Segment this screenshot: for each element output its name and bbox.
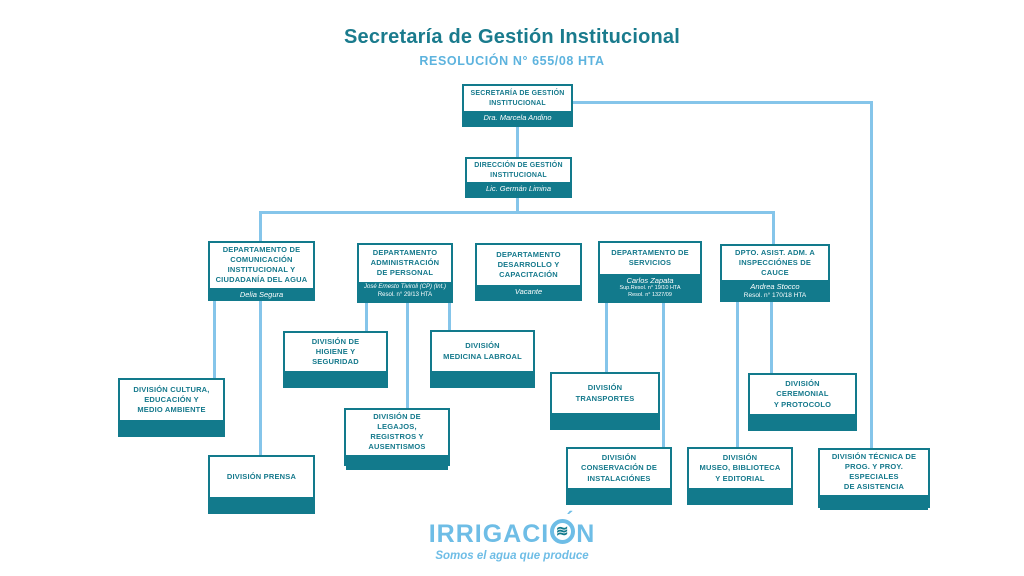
connector-line: [605, 301, 608, 373]
connector-line: [259, 299, 262, 456]
org-node-direccion: DIRECCIÓN DE GESTIÓN INSTITUCIONAL Lic. …: [465, 157, 572, 198]
org-node-title: DIVISIÓN TÉCNICA DE PROG. Y PROY. ESPECI…: [831, 452, 917, 492]
org-node-div-ceremonial: DIVISIÓN CEREMONIAL Y PROTOCOLO: [748, 373, 857, 431]
logo-o-waves-icon: ´≋: [550, 510, 576, 544]
connector-line: [259, 211, 775, 214]
org-node-title: DIRECCIÓN DE GESTIÓN INSTITUCIONAL: [474, 162, 563, 179]
page-title: Secretaría de Gestión Institucional: [344, 26, 680, 48]
org-node-band: Carlos Zapata Sup.Resol. n° 19/10 HTA Re…: [600, 273, 700, 301]
irrigacion-logo: IRRIGACI´≋N: [0, 510, 1024, 548]
org-node-title: DEPARTAMENTO ADMINISTRACIÓN DE PERSONAL: [370, 248, 440, 278]
org-node-band: Dra. Marcela Andino: [464, 111, 571, 125]
org-node-person: Carlos Zapata: [626, 275, 674, 285]
org-node-person: Vacante: [514, 287, 543, 297]
org-node-person: José Ernesto Tiviroli (CP) (Int.): [364, 283, 446, 290]
connector-line: [448, 301, 451, 331]
org-node-band: José Ernesto Tiviroli (CP) (Int.) Resol.…: [359, 281, 451, 301]
org-node-title: DIVISIÓN DE LEGAJOS, REGISTROS Y AUSENTI…: [368, 412, 426, 452]
org-node-dep-servicios: DEPARTAMENTO DE SERVICIOS Carlos Zapata …: [598, 241, 702, 303]
water-waves-icon: ≋: [555, 523, 570, 540]
org-node-div-legajos: DIVISIÓN DE LEGAJOS, REGISTROS Y AUSENTI…: [344, 408, 450, 470]
logo-tagline: Somos el agua que produce: [435, 550, 589, 562]
org-node-title: DIVISIÓN MUSEO, BIBLIOTECA Y EDITORIAL: [699, 453, 781, 483]
org-node-title: DIVISIÓN CONSERVACIÓN DE INSTALACIÓNES: [580, 453, 658, 483]
connector-line: [573, 101, 873, 104]
footer: IRRIGACI´≋N Somos el agua que produce: [0, 510, 1024, 562]
connector-line: [259, 211, 262, 243]
org-node-title: DIVISIÓN PRENSA: [226, 471, 297, 481]
org-node-resolution: Resol. n° 170/18 HTA: [743, 292, 807, 300]
org-node-band: [568, 488, 670, 503]
org-node-band: [120, 420, 223, 435]
org-node-title: SECRETARÍA DE GESTIÓN INSTITUCIONAL: [470, 90, 565, 107]
org-node-div-museo: DIVISIÓN MUSEO, BIBLIOTECA Y EDITORIAL: [687, 447, 793, 505]
org-node-dep-administracion: DEPARTAMENTO ADMINISTRACIÓN DE PERSONAL …: [357, 243, 453, 303]
org-node-secretaria: SECRETARÍA DE GESTIÓN INSTITUCIONAL Dra.…: [462, 84, 573, 127]
org-node-div-conservacion: DIVISIÓN CONSERVACIÓN DE INSTALACIÓNES: [566, 447, 672, 505]
org-node-div-transportes: DIVISIÓN TRANSPORTES: [550, 372, 660, 430]
connector-line: [870, 101, 873, 448]
org-node-person: Delia Segura: [239, 289, 284, 299]
org-node-band: [432, 371, 533, 386]
connector-line: [772, 211, 775, 244]
connector-line: [516, 127, 519, 157]
org-node-person: Lic. Germán Limina: [485, 184, 552, 194]
org-node-band: Vacante: [477, 285, 580, 299]
logo-accent-mark: ´: [566, 509, 575, 531]
org-node-div-prensa: DIVISIÓN PRENSA: [208, 455, 315, 514]
org-node-band: [820, 494, 928, 510]
org-node-div-higiene: DIVISIÓN DE HIGIENE Y SEGURIDAD: [283, 331, 388, 388]
org-node-dep-inspecciones: DPTO. ASIST. ADM. A INSPECCIÓNES DE CAUC…: [720, 244, 830, 303]
org-node-title: DIVISIÓN CEREMONIAL Y PROTOCOLO: [773, 379, 832, 409]
org-node-title: DEPARTAMENTO DE SERVICIOS: [611, 248, 689, 268]
org-node-title: DPTO. ASIST. ADM. A INSPECCIÓNES DE CAUC…: [735, 248, 815, 278]
org-node-band: [285, 371, 386, 386]
org-node-band: Lic. Germán Limina: [467, 182, 570, 196]
org-node-resolution: Sup.Resol. n° 19/10 HTA Resol. n° 1327/0…: [619, 285, 681, 299]
org-node-div-tecnica: DIVISIÓN TÉCNICA DE PROG. Y PROY. ESPECI…: [818, 448, 930, 510]
org-node-dep-desarrollo: DEPARTAMENTO DESARROLLO Y CAPACITACIÓN V…: [475, 243, 582, 301]
org-node-person: Andrea Stocco: [750, 282, 800, 292]
org-node-band: [210, 497, 313, 512]
org-node-div-cultura: DIVISIÓN CULTURA, EDUCACIÓN Y MEDIO AMBI…: [118, 378, 225, 437]
org-node-title: DIVISIÓN DE HIGIENE Y SEGURIDAD: [311, 336, 360, 367]
logo-text-pre: IRRIGACI: [428, 520, 550, 548]
connector-line: [213, 299, 216, 379]
org-node-title: DIVISIÓN TRANSPORTES: [575, 383, 635, 403]
org-node-band: [346, 454, 448, 470]
logo-text-post: N: [576, 520, 596, 548]
org-node-band: [750, 414, 855, 429]
org-node-title: DEPARTAMENTO DE COMUNICACIÓN INSTITUCION…: [215, 245, 308, 285]
org-node-div-medicina: DIVISIÓN MEDICINA LABROAL: [430, 330, 535, 388]
org-node-dep-comunicacion: DEPARTAMENTO DE COMUNICACIÓN INSTITUCION…: [208, 241, 315, 302]
connector-line: [406, 301, 409, 409]
org-node-title: DIVISIÓN CULTURA, EDUCACIÓN Y MEDIO AMBI…: [133, 384, 210, 415]
org-node-band: Andrea Stocco Resol. n° 170/18 HTA: [722, 280, 828, 303]
page-subtitle: RESOLUCIÓN N° 655/08 HTA: [419, 54, 605, 68]
org-node-title: DEPARTAMENTO DESARROLLO Y CAPACITACIÓN: [496, 249, 561, 280]
org-node-band: [552, 413, 658, 428]
org-node-title: DIVISIÓN MEDICINA LABROAL: [443, 341, 522, 361]
org-node-resolution: Resol. n° 29/13 HTA: [377, 291, 433, 298]
org-node-band: Delia Segura: [210, 287, 313, 302]
org-node-person: Dra. Marcela Andino: [483, 113, 552, 123]
connector-line: [365, 301, 368, 332]
connector-line: [770, 301, 773, 374]
connector-line: [736, 301, 739, 448]
org-node-band: [689, 488, 791, 503]
connector-line: [662, 301, 665, 448]
connector-line: [516, 198, 519, 213]
